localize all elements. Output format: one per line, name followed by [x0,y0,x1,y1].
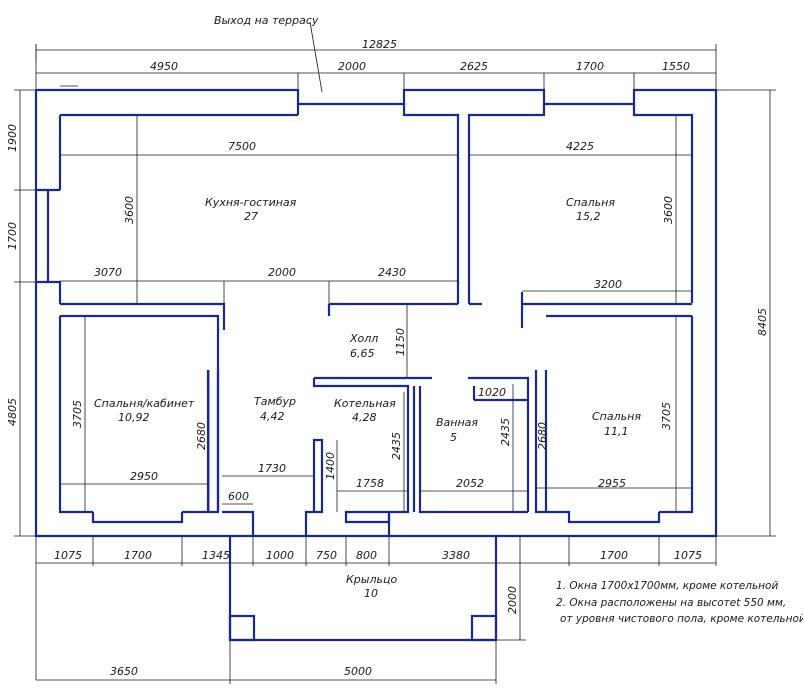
bottom-dim-9: 1075 [674,549,702,562]
room-bedroom2-name: Спальня [592,410,641,423]
boiler-width-dim: 1758 [356,477,384,490]
room-bedroom2-area: 11,1 [604,425,629,438]
room-vestibule-area: 4,42 [260,410,285,423]
bedroom1-width-dim: 4225 [566,140,594,153]
top-dim-1: 4950 [150,60,178,73]
note-line-3: от уровня чистового пола, кроме котельно… [560,613,803,625]
bath-depth-dim: 2435 [499,418,512,446]
kitchen-bottom-left-dim: 3070 [94,266,122,279]
hall-depth-dim: 1150 [394,328,407,356]
room-bedroom1-name: Спальня [566,196,615,209]
room-bath-area: 5 [450,431,457,444]
bedroom2-depth-dim: 3705 [660,402,673,430]
bedroom2-width-dim: 2955 [598,477,626,490]
porch [228,535,498,642]
left-dim-1: 1900 [6,124,19,152]
bedroom1-bottom-dim: 3200 [594,278,622,291]
boiler-depth-dim: 2435 [390,432,403,460]
room-boiler-name: Котельная [334,397,396,410]
note-line-1: 1. Окна 1700x1700мм, кроме котельной [556,580,778,592]
top-dim-3: 2625 [460,60,488,73]
room-vestibule-name: Тамбур [254,395,296,408]
bottom-dim-7: 3380 [442,549,470,562]
bottom-dim-1: 1075 [54,549,82,562]
left-dim-3: 4805 [6,398,19,426]
porch-depth-dim: 2000 [506,586,519,614]
bedroom1-depth-dim: 3600 [662,196,675,224]
room-porch-area: 10 [364,587,378,600]
room-hall-area: 6,65 [350,347,375,360]
room-kitchen-name: Кухня-гостиная [205,196,297,209]
top-dim-2: 2000 [338,60,366,73]
room-bath-name: Ванная [436,416,478,429]
top-dim-5: 1550 [662,60,690,73]
study-side-dim: 2680 [195,422,208,450]
bedroom2-side-dim: 2680 [536,422,549,450]
porch-width-dim: 5000 [344,665,372,678]
study-depth-dim: 3705 [71,400,84,428]
walls [34,88,718,538]
porch-left-dim: 3650 [110,665,138,678]
vestibule-small-dim: 600 [228,490,249,503]
bottom-dim-4: 1000 [266,549,294,562]
room-bedroom1-area: 15,2 [576,210,601,223]
room-hall-name: Холл [349,332,378,345]
top-dim-4: 1700 [576,60,604,73]
room-kitchen-area: 27 [244,210,258,223]
kitchen-depth-dim: 3600 [123,196,136,224]
dimension-lines [14,21,776,684]
left-dim-2: 1700 [6,222,19,250]
kitchen-width-dim: 7500 [228,140,256,153]
bottom-dim-3: 1345 [202,549,230,562]
bath-small-dim: 1020 [478,386,506,399]
overall-width-label: 12825 [362,38,397,51]
room-boiler-area: 4,28 [352,411,377,424]
bath-width-dim: 2052 [456,477,484,490]
bottom-dim-8: 1700 [600,549,628,562]
room-study-name: Спальня/кабинет [94,397,195,410]
boiler-side-dim: 1400 [324,452,337,480]
kitchen-bottom-mid-dim: 2000 [268,266,296,279]
vestibule-width-dim: 1730 [258,462,286,475]
terrace-exit-label: Выход на террасу [214,14,319,27]
overall-depth-label: 8405 [756,308,769,336]
bottom-dim-5: 750 [316,549,337,562]
bottom-dim-2: 1700 [124,549,152,562]
room-study-area: 10,92 [118,411,150,424]
kitchen-bottom-right-dim: 2430 [378,266,406,279]
room-porch-name: Крыльцо [346,573,397,586]
bottom-dim-6: 800 [356,549,377,562]
note-line-2: 2. Окна расположены на высотеt 550 мм, [556,597,786,609]
study-width-dim: 2950 [130,470,158,483]
